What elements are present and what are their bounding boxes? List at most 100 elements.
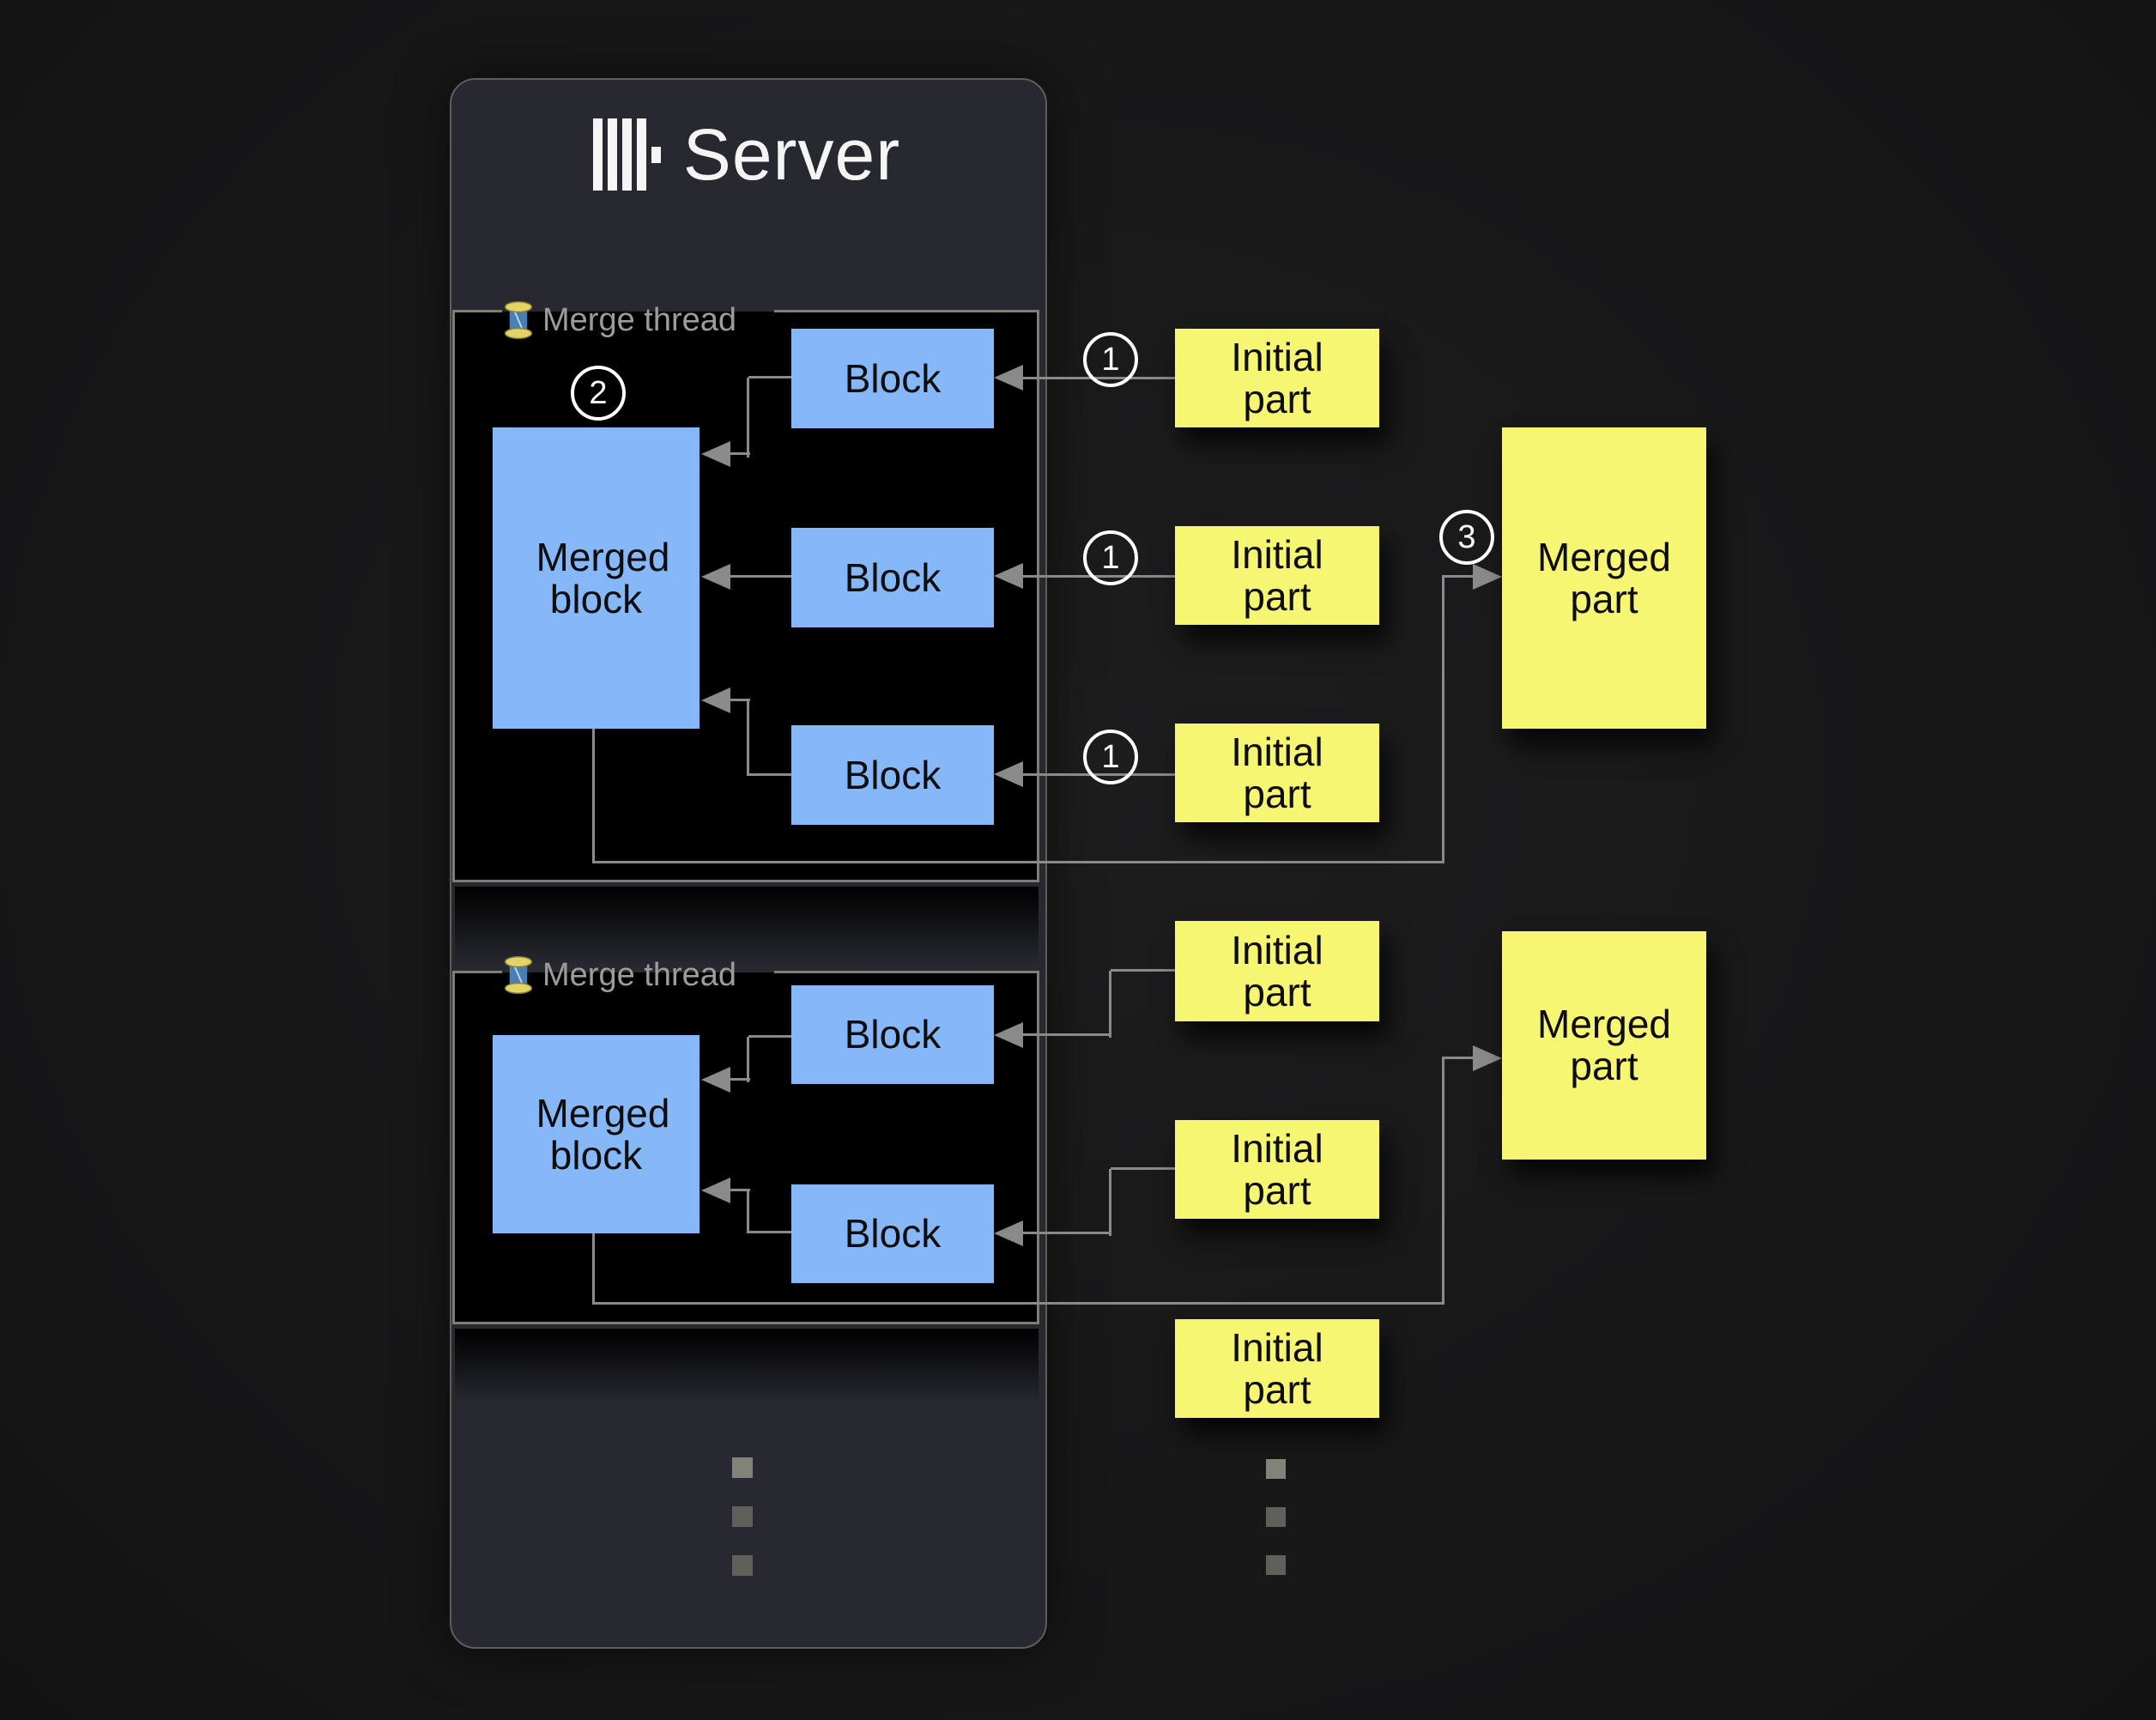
step-badge-1: 1 [1083,530,1138,585]
section-border-segment [774,971,1039,973]
logo-bar [621,118,632,191]
initial-part-6: Initial part [1175,1319,1379,1418]
connector-line [748,376,793,379]
arrowhead-left-icon [701,564,730,590]
block-3: Block [791,725,994,825]
step-badge-3: 3 [1439,510,1494,565]
block-1: Block [791,329,994,428]
section-border-segment [452,971,502,973]
arrowhead-left-icon [701,687,730,713]
block-4: Block [791,985,994,1084]
merged-part-label: Merged part [1537,1002,1671,1088]
connector-line [1111,969,1176,972]
arrowhead-left-icon [994,563,1023,589]
server-header: Server [450,103,1044,206]
connector-line [748,1035,793,1038]
connector-line [1442,575,1478,578]
arrowhead-left-icon [994,1220,1023,1246]
section-border-segment [452,310,502,312]
logo-bar [607,118,617,191]
connector-line [748,773,793,776]
connector-line [723,1078,750,1081]
initial-part-label: Initial part [1231,729,1323,816]
connector-line [747,378,749,457]
connector-line [723,699,750,701]
initial-part-label: Initial part [1231,1324,1323,1412]
connector-line [723,1189,750,1191]
arrowhead-left-icon [701,1178,730,1203]
connector-line [592,1302,1444,1305]
thread-spool-icon [504,956,533,994]
block-label: Block [844,355,942,401]
merge-thread-label-1: Merge thread [503,301,736,339]
block-label: Block [844,752,942,797]
initial-part-label: Initial part [1231,334,1323,421]
ellipsis-dot [1266,1555,1286,1575]
block-label: Block [844,1211,942,1257]
connector-line [1111,1167,1176,1170]
connector-line [1442,1058,1444,1305]
connector-line [1442,577,1444,863]
ellipsis-dot [732,1555,753,1576]
merged-part-2: Merged part [1502,931,1706,1160]
connector-line [1109,1169,1111,1236]
connector-line [728,575,793,578]
merged-part-label: Merged part [1537,534,1671,621]
block-label: Block [844,1012,942,1057]
ellipsis-dot [732,1457,753,1478]
connector-line [1109,971,1111,1038]
merge-thread-text: Merge thread [542,957,737,993]
panel-fade [455,1329,1039,1402]
connector-line [723,452,750,455]
merged-block-2: Merged block [493,1035,699,1233]
thread-spool-icon [504,301,533,339]
step-badge-2: 2 [571,366,626,421]
merged-part-1: Merged part [1502,427,1706,729]
connector-line [1442,1057,1478,1059]
block-5: Block [791,1184,994,1283]
arrowhead-left-icon [994,1022,1023,1048]
arrowhead-left-icon [994,761,1023,787]
clickhouse-logo-icon [592,118,661,191]
arrowhead-left-icon [701,1067,730,1093]
connector-line [592,861,1444,863]
initial-part-label: Initial part [1231,927,1323,1014]
connector-line [747,700,749,776]
panel-fade [455,887,1039,966]
connector-line [748,1231,793,1233]
connector-line [592,729,595,863]
block-2: Block [791,528,994,627]
step-badge-1: 1 [1083,730,1138,784]
section-border-segment [774,310,1039,312]
connector-line [1021,1232,1111,1234]
connector-line [747,1190,749,1233]
initial-part-label: Initial part [1231,1125,1323,1213]
merge-thread-label-2: Merge thread [503,956,736,994]
initial-part-5: Initial part [1175,1120,1379,1219]
merged-block-label: Merged block [536,1090,670,1178]
connector-line [1021,1033,1111,1036]
initial-part-3: Initial part [1175,724,1379,822]
logo-bar [636,118,646,191]
connector-line [747,1037,749,1082]
initial-part-label: Initial part [1231,531,1323,619]
merge-thread-text: Merge thread [542,302,737,338]
server-title: Server [682,114,901,195]
ellipsis-dot [732,1506,753,1527]
arrowhead-right-icon [1473,564,1502,590]
logo-dot [651,146,661,163]
merged-block-1: Merged block [493,427,699,729]
arrowhead-left-icon [994,365,1023,391]
block-label: Block [844,554,942,600]
arrowhead-right-icon [1473,1045,1502,1071]
logo-bar [592,118,603,191]
merged-block-label: Merged block [536,534,670,621]
initial-part-4: Initial part [1175,921,1379,1021]
ellipsis-dot [1266,1507,1286,1527]
ellipsis-dot [1266,1459,1286,1479]
initial-part-2: Initial part [1175,526,1379,625]
step-badge-1: 1 [1083,332,1138,387]
arrowhead-left-icon [701,441,730,467]
connector-line [592,1233,595,1305]
